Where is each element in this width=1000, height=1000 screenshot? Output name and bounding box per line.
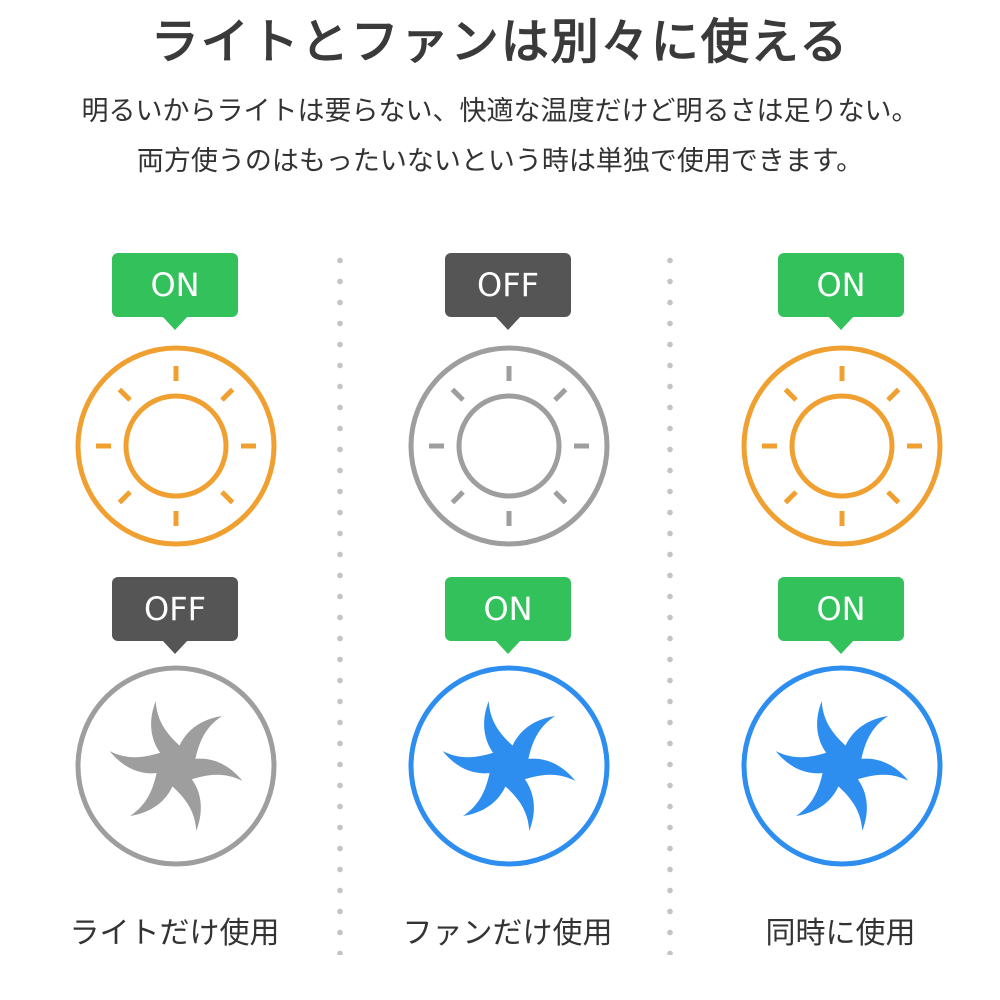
mode-caption: ライトだけ使用 <box>69 916 280 951</box>
fan-status-label: OFF <box>144 590 206 628</box>
light-status-badge: OFF <box>445 253 571 330</box>
light-status-label: ON <box>150 266 200 304</box>
sun-icon <box>740 344 944 548</box>
fan-icon <box>74 664 278 868</box>
light-status-badge: ON <box>112 253 238 330</box>
light-status-label: OFF <box>477 266 539 304</box>
mode-column-light-only: ON OFF ライトだけ使用 <box>8 0 341 1000</box>
page-title: ライトとファンは別々に使える <box>150 14 850 70</box>
mode-column-fan-only: OFF ON ファンだけ使用 <box>341 0 674 1000</box>
column-divider-2 <box>667 250 673 955</box>
description-line-1: 明るいからライトは要らない、快適な温度だけど明るさは足りない。 <box>81 96 919 127</box>
light-status-badge: ON <box>778 253 904 330</box>
sun-icon <box>74 344 278 548</box>
fan-status-badge: OFF <box>112 577 238 654</box>
fan-status-badge: ON <box>445 577 571 654</box>
sun-icon <box>407 344 611 548</box>
column-divider-1 <box>337 250 343 955</box>
fan-icon <box>407 664 611 868</box>
mode-caption: ファンだけ使用 <box>402 916 613 951</box>
fan-icon <box>740 664 944 868</box>
fan-status-badge: ON <box>778 577 904 654</box>
mode-column-both: ON ON 同時に使用 <box>674 0 1000 1000</box>
mode-caption: 同時に使用 <box>765 916 916 951</box>
description-line-2: 両方使うのはもったいないという時は単独で使用できます。 <box>136 146 864 177</box>
fan-status-label: ON <box>816 590 866 628</box>
fan-status-label: ON <box>483 590 533 628</box>
light-status-label: ON <box>816 266 866 304</box>
